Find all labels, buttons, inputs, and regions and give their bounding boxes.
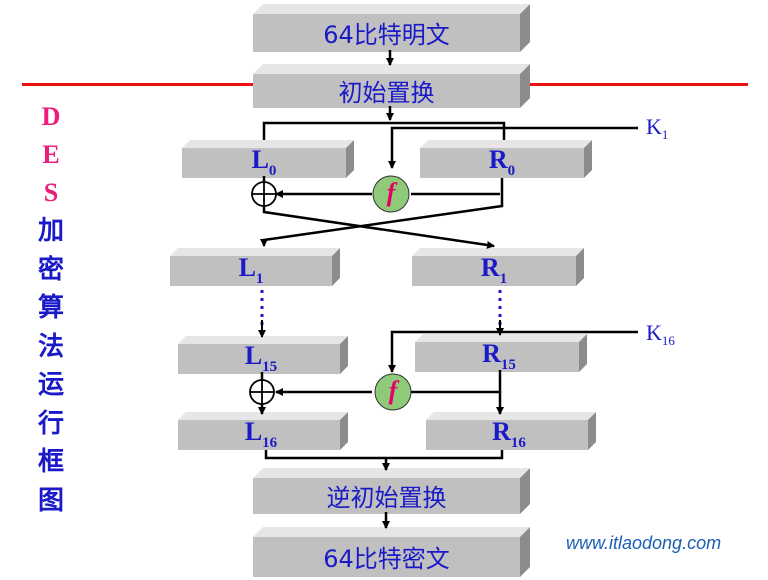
xor-top-icon	[251, 181, 277, 207]
key-k16-label: K16	[646, 320, 675, 348]
f-circle-shape	[374, 373, 412, 411]
box-bevel	[253, 4, 530, 52]
side-title-s: S	[43, 178, 59, 207]
ciphertext-label: 64比特密文	[323, 544, 450, 573]
xor-bottom-icon	[249, 379, 275, 405]
cross-xor-to-r1	[262, 206, 495, 249]
register-l1: L1	[170, 248, 340, 287]
side-title-d: D	[41, 102, 61, 131]
k1-line	[388, 126, 638, 169]
k16-line	[388, 330, 638, 373]
watermark-url: www.itlaodong.com	[566, 533, 722, 553]
register-r16: R16	[426, 412, 596, 451]
f-label-top: f	[386, 178, 396, 207]
register-l0: L0	[182, 140, 354, 179]
register-r15: R15	[415, 334, 587, 373]
key-k1-label: K1	[646, 114, 669, 142]
side-title-e: E	[42, 140, 60, 169]
box-bevel	[412, 248, 584, 286]
initial-permutation-box: 初始置换	[253, 64, 530, 108]
register-l1-label: L1	[238, 252, 264, 287]
register-l0-label: L0	[251, 144, 277, 179]
side-title-char-5: 运	[37, 370, 64, 400]
plaintext-label: 64比特明文	[323, 20, 450, 49]
side-title-char-4: 法	[37, 331, 64, 362]
register-r1-label: R1	[480, 252, 508, 287]
inverse-initial-permutation-box: 逆初始置换	[253, 468, 530, 514]
box-bevel	[182, 140, 354, 178]
side-title-char-3: 算	[37, 293, 64, 323]
box-bevel	[170, 248, 340, 286]
register-l15: L15	[178, 336, 348, 375]
box-bevel	[178, 412, 348, 450]
register-l15-label: L15	[244, 340, 278, 375]
merge-bar	[264, 450, 504, 460]
box-bevel	[420, 140, 592, 178]
side-title-char-6: 行	[37, 408, 64, 439]
register-r16-label: R16	[492, 416, 526, 451]
box-bevel	[415, 334, 587, 372]
side-title-char-7: 框	[37, 447, 64, 477]
f-label-bottom: f	[388, 376, 398, 405]
box-bevel	[253, 527, 530, 577]
register-r0-label: R0	[488, 144, 516, 179]
f-function-top: f	[372, 175, 410, 213]
register-l16: L16	[178, 412, 348, 451]
side-title-char-8: 图	[37, 485, 64, 516]
register-l16-label: L16	[244, 416, 278, 451]
side-title: D E S 加 密 算 法 运 行 框 图	[25, 98, 77, 520]
register-r1: R1	[412, 248, 584, 287]
ciphertext-box: 64比特密文	[253, 527, 530, 577]
cross-r0-to-l1	[260, 178, 504, 247]
plaintext-box: 64比特明文	[253, 4, 530, 52]
box-bevel	[253, 64, 530, 108]
box-bevel	[426, 412, 596, 450]
f-function-bottom: f	[374, 373, 412, 411]
box-bevel	[178, 336, 348, 374]
side-title-char-1: 加	[37, 216, 64, 246]
side-title-char-2: 密	[37, 254, 64, 285]
box-bevel	[253, 468, 530, 514]
f-circle-shape	[372, 175, 410, 213]
split-bar	[262, 121, 506, 140]
register-r0: R0	[420, 140, 592, 179]
inverse-initial-permutation-label: 逆初始置换	[326, 483, 447, 512]
register-r15-label: R15	[482, 338, 516, 373]
initial-permutation-label: 初始置换	[338, 78, 435, 107]
